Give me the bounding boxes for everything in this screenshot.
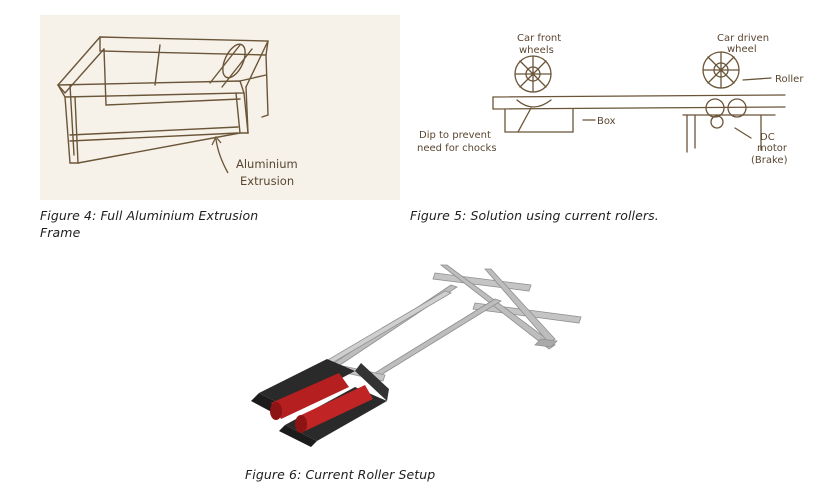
red-rollers <box>270 373 373 433</box>
label-car-driven-1: Car driven <box>717 33 769 44</box>
label-roller: Roller <box>775 74 804 85</box>
label-aluminium: Aluminium <box>236 157 298 171</box>
arrow-icon <box>211 135 229 174</box>
figure-4-frame-sketch: Aluminium Extrusion <box>40 15 400 200</box>
figure-5-caption: Figure 5: Solution using current rollers… <box>410 208 659 223</box>
label-brake: (Brake) <box>751 155 788 166</box>
rail-structure <box>308 264 582 382</box>
figure-6-roller-render <box>251 264 582 447</box>
sketch-labels: Car front wheels Car driven wheel Roller… <box>417 33 804 166</box>
label-car-driven-2: wheel <box>727 44 757 55</box>
label-car-front-2: wheels <box>519 45 554 56</box>
label-dip-2: need for chocks <box>417 143 497 154</box>
label-dip-1: Dip to prevent <box>419 130 491 141</box>
label-car-front-1: Car front <box>517 33 561 44</box>
figure-5-roller-sketch: Car front wheels Car driven wheel Roller… <box>417 33 804 166</box>
figure-6-caption: Figure 6: Current Roller Setup <box>245 467 436 482</box>
label-motor: motor <box>757 143 788 154</box>
roller-sketch-lines <box>492 51 786 153</box>
sketch-background <box>40 15 400 200</box>
label-box: Box <box>597 116 616 127</box>
label-extrusion: Extrusion <box>240 174 294 188</box>
figure-4-caption: Figure 4: Full Aluminium Extrusion Frame <box>40 208 259 240</box>
frame-sketch-lines <box>56 36 269 164</box>
label-dc: DC <box>760 132 775 143</box>
